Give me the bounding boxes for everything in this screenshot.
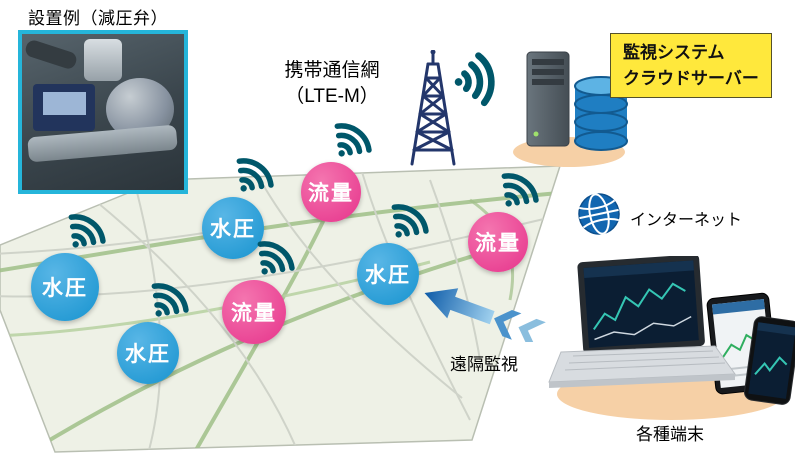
laptop-icon (548, 256, 736, 388)
photo-logger-screen (42, 92, 86, 115)
cloud-server-line1: 監視システム (623, 43, 725, 62)
cell-tower-icon (410, 50, 456, 166)
wifi-signal-icon (448, 44, 519, 115)
terminals-label: 各種端末 (636, 425, 704, 444)
cellular-network-line1: 携帯通信網 (284, 60, 380, 81)
remote-monitoring-label: 遠隔監視 (450, 355, 518, 374)
internet-globe-icon (578, 193, 620, 235)
internet-label: インターネット (630, 212, 743, 229)
installation-example-label: 設置例（減圧弁） (28, 9, 168, 28)
photo-filter-cylinder (83, 38, 123, 81)
database-icon (574, 76, 628, 151)
installation-photo (18, 30, 188, 194)
terminals-icon (548, 256, 795, 420)
cloud-server-line2: クラウドサーバー (623, 68, 759, 88)
photo-data-logger (33, 83, 95, 131)
cellular-network-line2: （LTE-M） (285, 85, 379, 107)
server-tower-icon (526, 51, 570, 147)
cellular-network-label: 携帯通信網 （LTE-M） (262, 58, 402, 109)
phone-icon (744, 316, 795, 405)
cloud-server-icon (513, 51, 628, 167)
photo-hose (23, 38, 79, 72)
cloud-server-label: 監視システム クラウドサーバー (610, 33, 772, 98)
remote-monitoring-arrow (424, 288, 546, 342)
